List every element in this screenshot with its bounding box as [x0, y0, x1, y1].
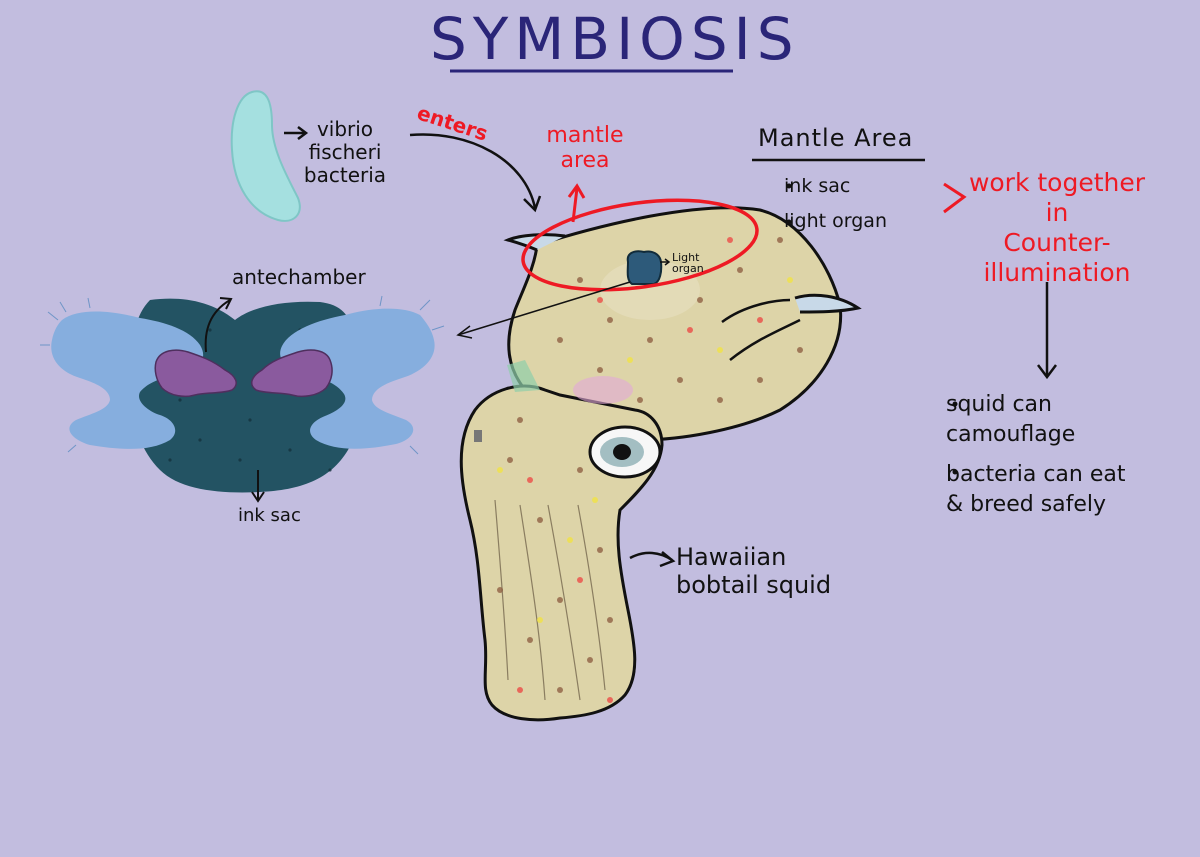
- bullet: [786, 183, 792, 189]
- bacteria-label-arrow: [284, 126, 309, 140]
- bacteria-label: vibrio fischeri bacteria: [303, 117, 387, 187]
- light-organ-label: Light organ: [672, 251, 704, 275]
- bacterium-icon: [230, 90, 301, 222]
- light-organ-arrow: [660, 258, 671, 266]
- group-bracket: [943, 182, 967, 214]
- mantle-area-callout: mantle area: [546, 123, 624, 174]
- page-title: SYMBIOSIS: [430, 5, 800, 73]
- mantle-area-heading: Mantle Area: [758, 124, 914, 152]
- result-item: squid can camouflage: [946, 392, 1076, 447]
- squid-name-label: Hawaiian bobtail squid: [676, 543, 832, 599]
- mantle-list-item: light organ: [784, 210, 887, 232]
- bullet: [952, 469, 958, 475]
- cross-section-pointer-arrow: [456, 281, 631, 339]
- light-organ-cross-section-icon: [40, 295, 445, 493]
- bullet: [786, 219, 792, 225]
- result-item: bacteria can eat & breed safely: [946, 462, 1126, 517]
- mantle-list-item: ink sac: [784, 175, 851, 197]
- mantle-highlight-ellipse: [521, 198, 759, 292]
- squid-name-arrow: [629, 551, 676, 568]
- antechamber-arrow: [204, 297, 233, 353]
- counter-illumination-label: work together in Counter-illumination: [968, 168, 1146, 287]
- squid-icon: [459, 206, 862, 722]
- ink-sac-arrow: [251, 470, 265, 503]
- bullet: [952, 401, 958, 407]
- ink-sac-label: ink sac: [238, 505, 301, 526]
- result-arrow: [1037, 282, 1057, 380]
- antechamber-label: antechamber: [232, 265, 366, 289]
- enters-arrow: [409, 133, 542, 213]
